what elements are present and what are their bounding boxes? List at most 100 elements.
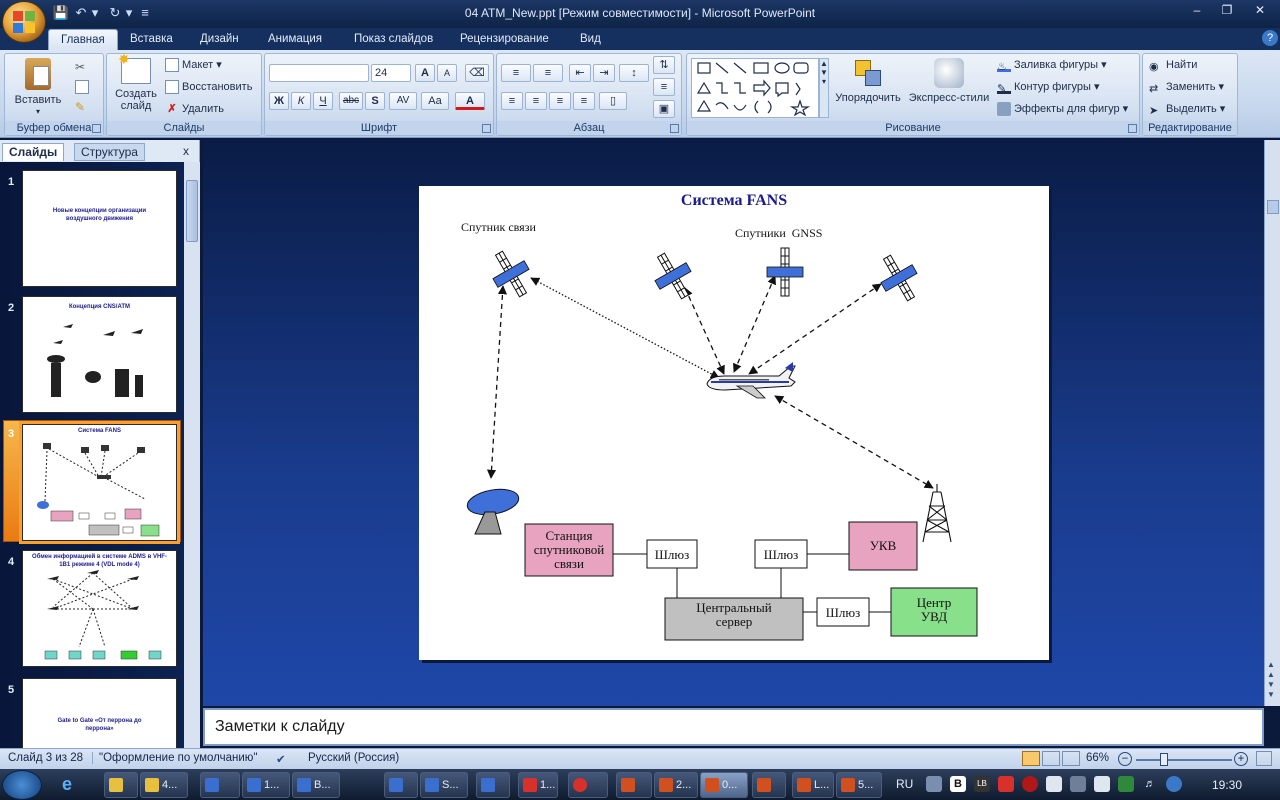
shapes-gallery-scroll[interactable]: ▲▼▾ <box>819 58 829 118</box>
keyboard-language[interactable]: RU <box>896 777 914 791</box>
replace-button[interactable]: ⇄Заменить ▾ <box>1149 81 1225 96</box>
zoom-out-icon[interactable]: − <box>1118 752 1132 766</box>
taskbar-item[interactable] <box>616 772 652 798</box>
align-text-icon[interactable]: ≡ <box>653 78 675 96</box>
redo-icon[interactable]: ↻ <box>109 5 121 20</box>
bullets-icon[interactable]: ≡ <box>501 64 531 82</box>
taskbar-item[interactable]: 4... <box>140 772 188 798</box>
shrink-font-icon[interactable]: A <box>437 64 457 82</box>
tab-animation[interactable]: Анимация <box>268 33 322 45</box>
tab-slideshow[interactable]: Показ слайдов <box>354 33 434 45</box>
language-indicator[interactable]: Русский (Россия) <box>308 752 400 764</box>
tab-view[interactable]: Вид <box>580 33 601 45</box>
scrollbar-thumb[interactable] <box>1267 200 1279 214</box>
smartart-icon[interactable]: ▣ <box>653 100 675 118</box>
cut-icon[interactable]: ✂ <box>75 60 86 74</box>
qat-customize-icon[interactable]: ≡ <box>141 5 149 20</box>
tab-home[interactable]: Главная <box>48 29 118 50</box>
reset-button[interactable]: Восстановить <box>165 78 252 96</box>
taskbar-item[interactable]: 2... <box>654 772 698 798</box>
tab-outline[interactable]: Структура <box>74 143 145 161</box>
internet-explorer-icon[interactable]: e <box>62 774 73 794</box>
undo-dropdown-icon[interactable]: ▾ <box>91 5 99 20</box>
normal-view-icon[interactable] <box>1022 751 1040 766</box>
taskbar-item[interactable]: 5... <box>836 772 882 798</box>
line-spacing-icon[interactable]: ↕ <box>619 64 649 82</box>
text-direction-icon[interactable]: ⇅ <box>653 56 675 74</box>
italic-button[interactable]: К <box>291 92 311 110</box>
zoom-level[interactable]: 66% <box>1086 752 1110 764</box>
tab-review[interactable]: Рецензирование <box>460 33 549 45</box>
tray-volume-icon[interactable]: ♬ <box>1144 778 1156 790</box>
align-right-icon[interactable]: ≡ <box>549 92 571 110</box>
underline-button[interactable]: Ч <box>313 92 333 110</box>
help-icon[interactable]: ? <box>1262 30 1278 46</box>
select-button[interactable]: ➤Выделить ▾ <box>1149 103 1226 118</box>
slide-scrollbar[interactable]: ▲▲▼▼ <box>1264 140 1280 706</box>
taskbar-item[interactable]: 1... <box>242 772 290 798</box>
shape-effects-button[interactable]: Эффекты для фигур ▾ <box>997 100 1128 118</box>
taskbar-item[interactable] <box>200 772 240 798</box>
taskbar-item[interactable] <box>752 772 786 798</box>
slide-thumbnail-3[interactable]: Система FANS <box>19 421 180 544</box>
tab-design[interactable]: Дизайн <box>200 33 239 45</box>
zoom-slider-handle[interactable] <box>1160 753 1168 766</box>
justify-icon[interactable]: ≡ <box>573 92 595 110</box>
format-painter-icon[interactable]: ✎ <box>75 100 86 114</box>
tray-printer-icon[interactable] <box>1070 776 1086 792</box>
slide[interactable]: Система FANS Спутник связи Спутники GNSS… <box>419 186 1049 660</box>
font-size-select[interactable]: 24 <box>371 64 411 82</box>
taskbar-item[interactable]: S... <box>420 772 468 798</box>
slide-thumbnail-4[interactable]: Обмен информацией в системе ADMS в VHF-1… <box>22 550 177 667</box>
taskbar-item[interactable]: 1... <box>518 772 558 798</box>
clipboard-launcher-icon[interactable] <box>92 124 101 133</box>
prev-next-slide-icons[interactable]: ▲▲▼▼ <box>1267 660 1275 699</box>
zoom-slider-track[interactable] <box>1136 759 1232 761</box>
tray-b-icon[interactable]: B <box>950 776 966 792</box>
layout-button[interactable]: Макет ▾ <box>165 56 222 74</box>
close-window-button[interactable]: ✕ <box>1254 3 1266 17</box>
theme-name[interactable]: "Оформление по умолчанию" <box>92 752 257 764</box>
zoom-in-icon[interactable]: + <box>1234 752 1248 766</box>
office-button[interactable] <box>2 1 46 43</box>
tray-abbyy-icon[interactable]: LB <box>974 776 990 792</box>
new-slide-button[interactable]: ✸ Создать слайд <box>111 52 161 112</box>
save-icon[interactable]: 💾 <box>52 5 70 20</box>
quick-styles-button[interactable]: Экспресс-стили <box>907 58 991 104</box>
thumbnail-scrollbar[interactable] <box>184 162 200 748</box>
tab-slides[interactable]: Слайды <box>2 143 65 161</box>
taskbar-item[interactable] <box>568 772 608 798</box>
decrease-indent-icon[interactable]: ⇤ <box>569 64 591 82</box>
shadow-button[interactable]: S <box>365 92 385 110</box>
tray-doc-icon[interactable] <box>1046 776 1062 792</box>
sorter-view-icon[interactable] <box>1042 751 1060 766</box>
tray-doc2-icon[interactable] <box>1094 776 1110 792</box>
clear-format-icon[interactable]: ⌫ <box>465 64 489 82</box>
bold-button[interactable]: Ж <box>269 92 289 110</box>
undo-icon[interactable]: ↶ <box>75 5 87 20</box>
tray-app-icon[interactable] <box>998 776 1014 792</box>
align-center-icon[interactable]: ≡ <box>525 92 547 110</box>
shape-outline-button[interactable]: ✎Контур фигуры ▾ <box>997 81 1100 96</box>
minimize-button[interactable]: – <box>1193 3 1201 17</box>
copy-icon[interactable] <box>75 80 89 94</box>
tray-update-icon[interactable] <box>1166 776 1182 792</box>
spellcheck-icon[interactable]: ✔ <box>276 754 286 766</box>
grow-font-icon[interactable]: A <box>415 64 435 82</box>
panel-close-icon[interactable]: x <box>183 144 189 158</box>
paste-button[interactable]: Вставить ▾ <box>13 58 63 118</box>
paragraph-launcher-icon[interactable] <box>670 124 679 133</box>
find-button[interactable]: ◉Найти <box>1149 56 1197 74</box>
taskbar-item[interactable] <box>384 772 418 798</box>
maximize-button[interactable]: ❐ <box>1221 3 1233 17</box>
align-left-icon[interactable]: ≡ <box>501 92 523 110</box>
char-spacing-button[interactable]: AV <box>389 92 417 110</box>
taskbar-item[interactable]: L... <box>792 772 834 798</box>
increase-indent-icon[interactable]: ⇥ <box>593 64 615 82</box>
notes-pane[interactable]: Заметки к слайду <box>203 708 1264 746</box>
slideshow-view-icon[interactable] <box>1062 751 1080 766</box>
start-button[interactable] <box>2 770 42 800</box>
drawing-launcher-icon[interactable] <box>1128 124 1137 133</box>
taskbar-item[interactable] <box>104 772 138 798</box>
tray-network-icon[interactable] <box>1118 776 1134 792</box>
